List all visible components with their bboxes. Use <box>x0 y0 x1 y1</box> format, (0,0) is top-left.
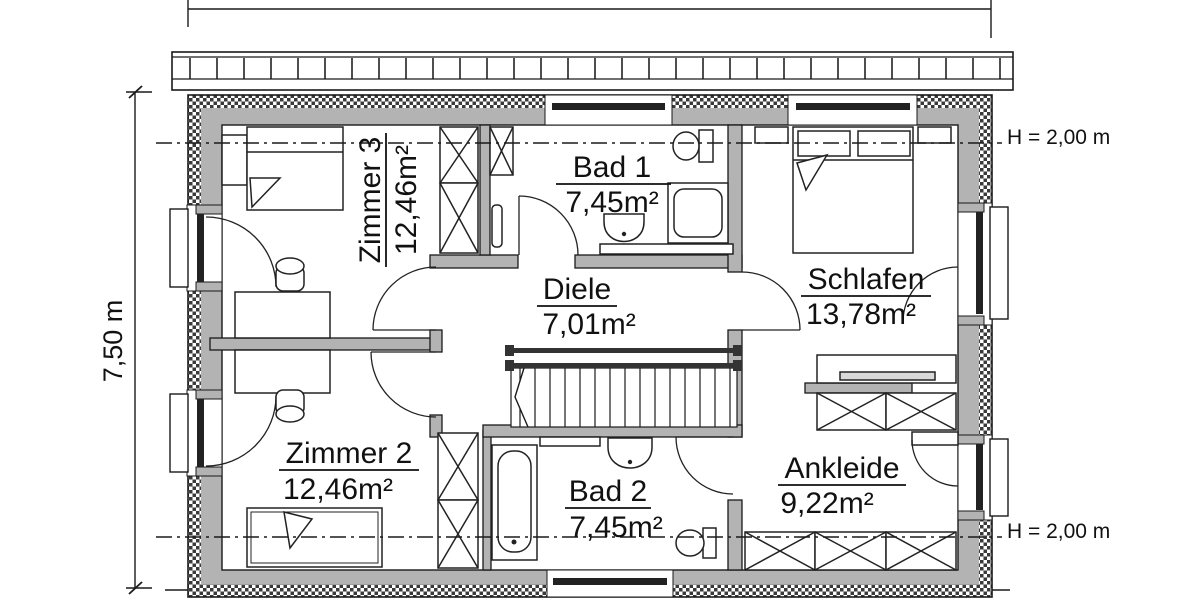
room-name: Zimmer 2 <box>286 437 413 470</box>
interior-walls <box>209 124 913 571</box>
label-diele: Diele 7,01m² <box>537 273 636 341</box>
stairs <box>505 345 742 428</box>
left-dimension: 7,50 m <box>98 85 152 595</box>
counter <box>599 243 734 255</box>
wardrobe-top <box>816 392 957 431</box>
window-top-bad1 <box>544 94 673 126</box>
wardrobe-bottom <box>744 531 957 571</box>
room-name: Schlafen <box>808 263 925 296</box>
door-ankleide <box>911 431 959 487</box>
label-zimmer3: Zimmer 3 12,46m² <box>354 133 423 267</box>
window-left-zimmer3 <box>169 204 277 292</box>
door-bad1 <box>518 195 579 256</box>
window-right-ankleide <box>957 434 1009 521</box>
room-name: Zimmer 3 <box>354 137 387 264</box>
nightstand <box>917 126 952 144</box>
sink <box>603 213 645 243</box>
knee-height-label-bottom: H = 2,00 m <box>1007 520 1110 543</box>
room-area: 7,45m² <box>569 511 662 544</box>
wardrobe <box>439 126 479 254</box>
room-area: 7,01m² <box>542 308 635 341</box>
room-area: 12,46m² <box>283 473 393 506</box>
shower <box>667 182 729 244</box>
stair-railing <box>505 345 742 371</box>
dresser <box>816 354 957 384</box>
shelf <box>539 436 601 447</box>
label-schlafen: Schlafen 13,78m² <box>801 263 931 331</box>
roof-overhang <box>171 51 1014 91</box>
room-name: Ankleide <box>784 452 899 485</box>
bathtub <box>491 444 538 561</box>
label-zimmer2: Zimmer 2 12,46m² <box>279 437 419 506</box>
label-bad2: Bad 2 7,45m² <box>565 475 663 544</box>
stool <box>275 257 305 292</box>
window-top-schlafen <box>787 94 918 126</box>
top-dimension-line <box>187 0 992 38</box>
sink <box>607 437 653 469</box>
room-area: 13,78m² <box>806 298 916 331</box>
window-left-zimmer2 <box>169 389 277 477</box>
room-name: Bad 2 <box>569 475 647 508</box>
window-right-schlafen <box>902 202 1009 326</box>
room-area: 9,22m² <box>780 487 873 520</box>
room-name: Diele <box>543 273 611 306</box>
cabinet <box>489 126 514 176</box>
stool <box>275 389 305 423</box>
wardrobe <box>437 432 479 569</box>
desk <box>234 291 331 339</box>
room-labels: Zimmer 3 12,46m² Bad 1 7,45m² Schlafen 1… <box>279 133 931 544</box>
zimmer3-furniture <box>221 126 479 339</box>
window-bottom-bad2 <box>546 569 674 598</box>
label-ankleide: Ankleide 9,22m² <box>778 452 906 520</box>
door-zimmer2 <box>370 351 437 418</box>
nightstand <box>754 126 789 144</box>
knee-height-label-top: H = 2,00 m <box>1007 126 1110 149</box>
label-bad1: Bad 1 7,45m² <box>556 151 671 219</box>
toilet <box>675 527 717 559</box>
knee-wall-lines <box>156 142 1002 538</box>
door-schlafen <box>741 271 801 331</box>
door-swings <box>370 195 959 495</box>
toilet <box>672 129 714 163</box>
desk <box>234 349 331 394</box>
radiator <box>491 204 503 248</box>
bed-double <box>792 126 914 254</box>
room-area: 7,45m² <box>565 186 658 219</box>
door-zimmer3 <box>372 266 437 331</box>
room-area: 12,46m² <box>390 145 423 255</box>
bed-single <box>246 126 344 211</box>
bad1-furniture <box>489 126 734 255</box>
door-bad2 <box>675 436 734 495</box>
depth-dimension-label: 7,50 m <box>98 300 128 383</box>
ankleide-furniture <box>744 392 957 571</box>
bad2-furniture <box>491 436 717 561</box>
room-name: Bad 1 <box>573 151 651 184</box>
